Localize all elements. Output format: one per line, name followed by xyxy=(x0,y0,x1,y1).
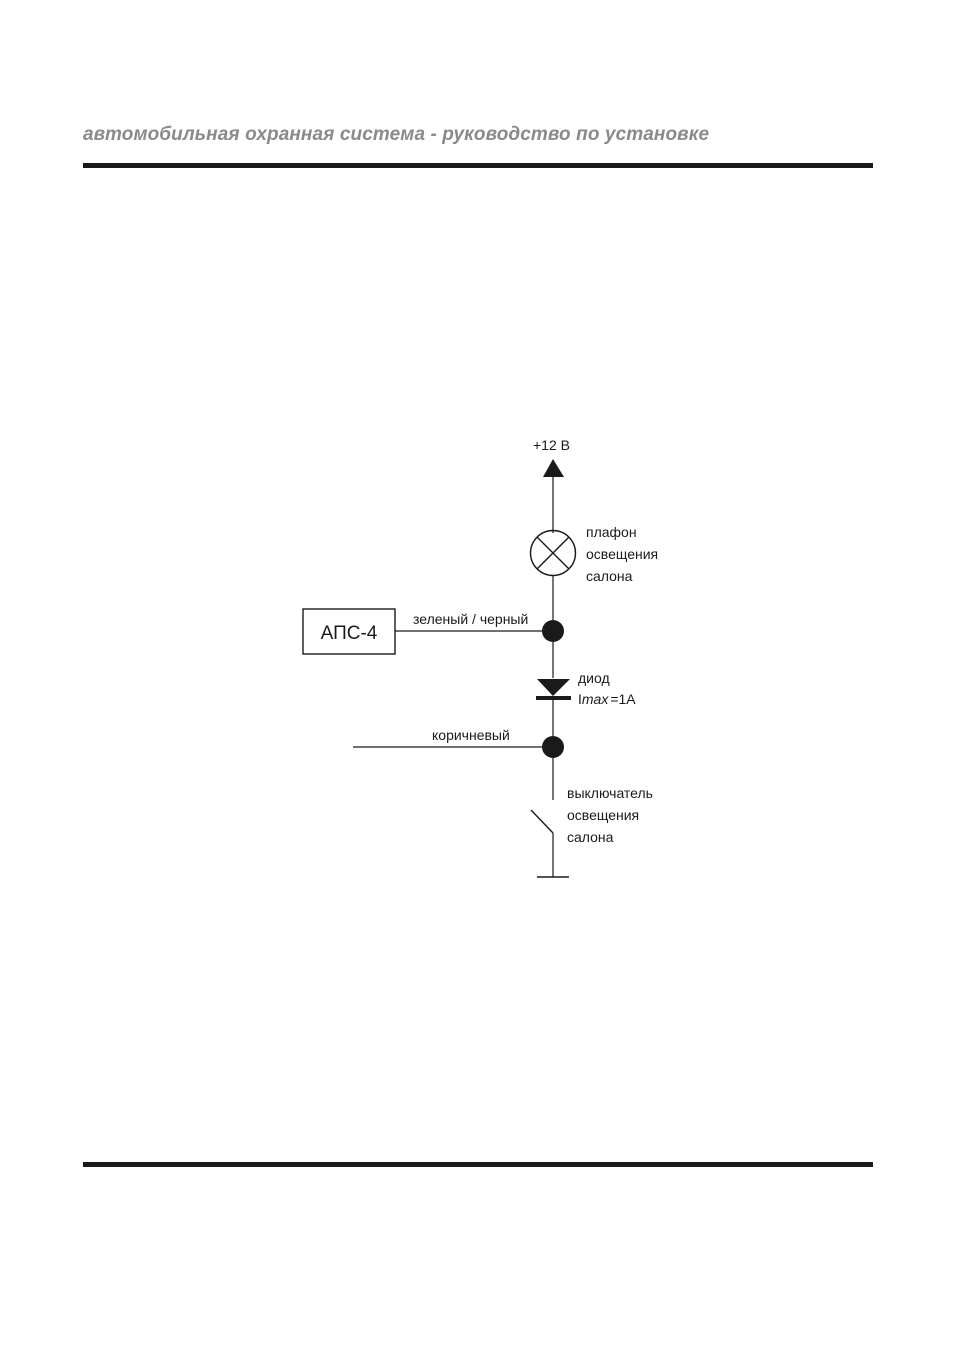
lamp-label-line-2: освещения xyxy=(586,546,658,562)
diode-rating: Imax=1А xyxy=(578,691,636,707)
supply-arrow xyxy=(543,459,564,477)
diode-symbol xyxy=(537,679,570,696)
diode-bar xyxy=(536,696,571,700)
supply-label: +12 В xyxy=(533,437,570,453)
junction-node-2 xyxy=(542,736,564,758)
lamp-symbol xyxy=(531,531,576,576)
module-wire-label: зеленый / черный xyxy=(413,611,528,627)
diode-label: диод xyxy=(578,670,610,686)
brown-wire-label: коричневый xyxy=(432,727,510,743)
switch-lever xyxy=(531,810,553,833)
switch-label-line-1: выключатель xyxy=(567,785,653,801)
switch-label-line-3: салона xyxy=(567,829,614,845)
module-label: АПС-4 xyxy=(321,623,378,644)
lamp-label-line-3: салона xyxy=(586,568,633,584)
switch-label-line-2: освещения xyxy=(567,807,639,823)
lamp-label-line-1: плафон xyxy=(586,524,637,540)
junction-node-1 xyxy=(542,620,564,642)
